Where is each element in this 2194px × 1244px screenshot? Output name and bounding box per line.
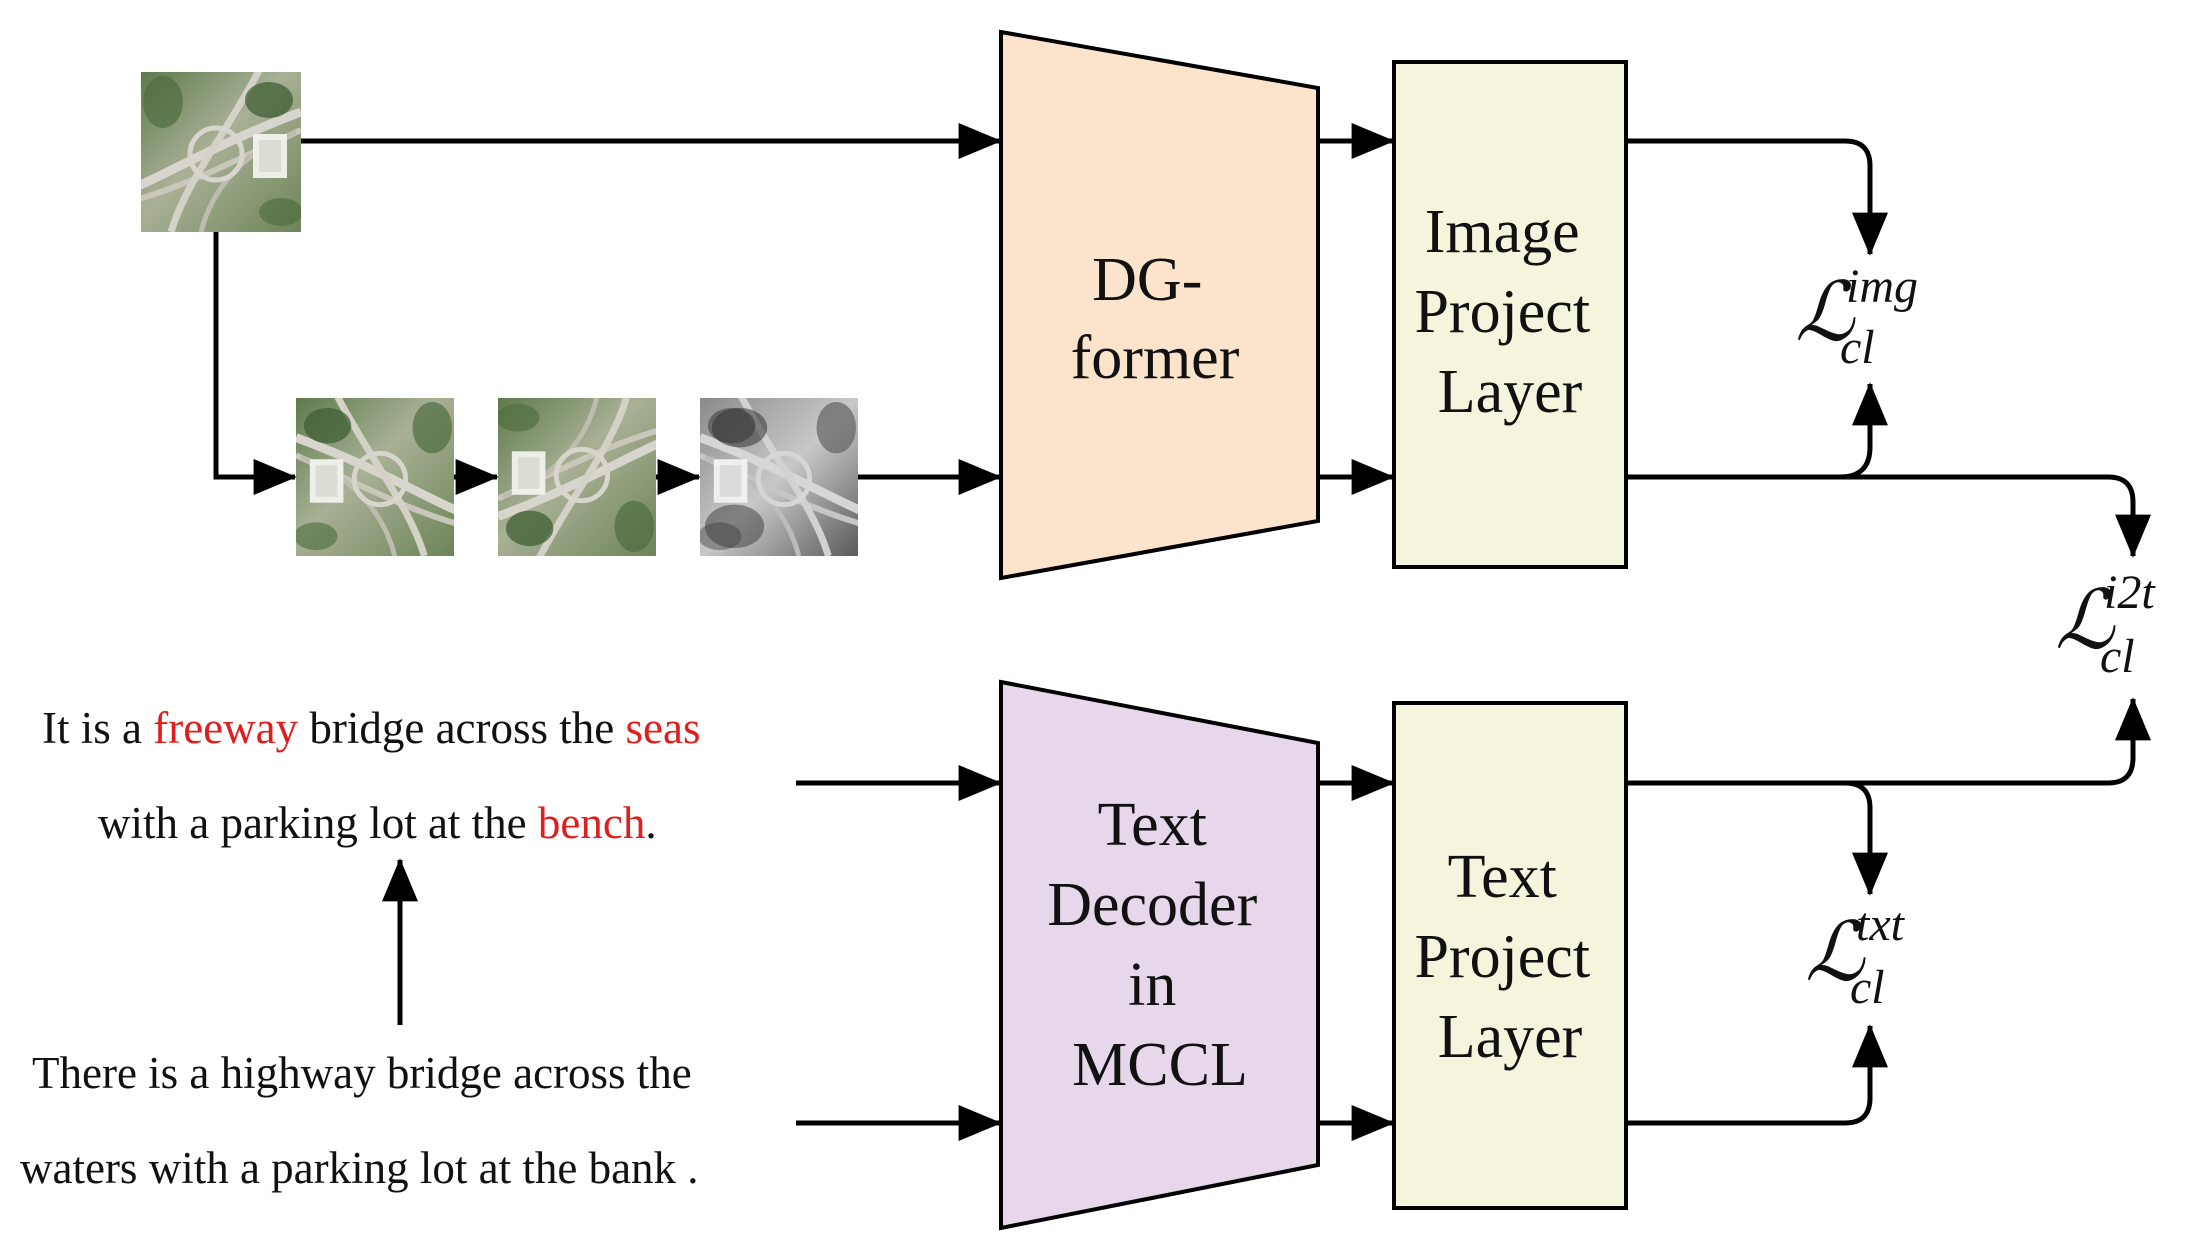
original-caption-line1: There is a highway bridge across the bbox=[32, 1048, 692, 1098]
svg-text:cl: cl bbox=[1850, 961, 1885, 1014]
text-project-layer-block bbox=[1392, 701, 1628, 1210]
connectors bbox=[213, 123, 2151, 1141]
svg-text:txt: txt bbox=[1856, 898, 1906, 951]
generated-caption-line1: It is a freeway bridge across the seas bbox=[42, 703, 701, 753]
original-caption-line2: waters with a parking lot at the bank . bbox=[20, 1143, 699, 1193]
svg-text:ℒ: ℒ bbox=[2055, 573, 2116, 668]
dg-former-label: DG- former bbox=[1071, 246, 1240, 392]
input-image bbox=[141, 72, 301, 232]
svg-text:ℒ: ℒ bbox=[1795, 265, 1856, 360]
svg-text:img: img bbox=[1846, 260, 1918, 313]
augmented-image-grayscale bbox=[700, 398, 858, 556]
image-project-layer-block bbox=[1392, 60, 1628, 569]
image-project-label: Image Project Layer bbox=[1414, 198, 1605, 426]
svg-text:ℒ: ℒ bbox=[1805, 905, 1866, 1000]
augmented-image-2 bbox=[498, 398, 656, 556]
text-project-label: Text Project Layer bbox=[1414, 843, 1605, 1071]
loss-i2t: ℒ i2t cl bbox=[2055, 566, 2156, 683]
svg-text:i2t: i2t bbox=[2104, 566, 2156, 619]
dg-former-block bbox=[999, 29, 1320, 581]
loss-img: ℒ img cl bbox=[1795, 260, 1918, 374]
text-decoder-label: Text Decoder in MCCL bbox=[1047, 791, 1272, 1099]
svg-text:cl: cl bbox=[2100, 630, 2135, 683]
text-decoder-block bbox=[999, 679, 1320, 1231]
generated-caption-line2: with a parking lot at the bench. bbox=[98, 798, 657, 848]
svg-text:cl: cl bbox=[1840, 321, 1875, 374]
augmented-image-1 bbox=[296, 398, 454, 556]
loss-txt: ℒ txt cl bbox=[1805, 898, 1906, 1014]
